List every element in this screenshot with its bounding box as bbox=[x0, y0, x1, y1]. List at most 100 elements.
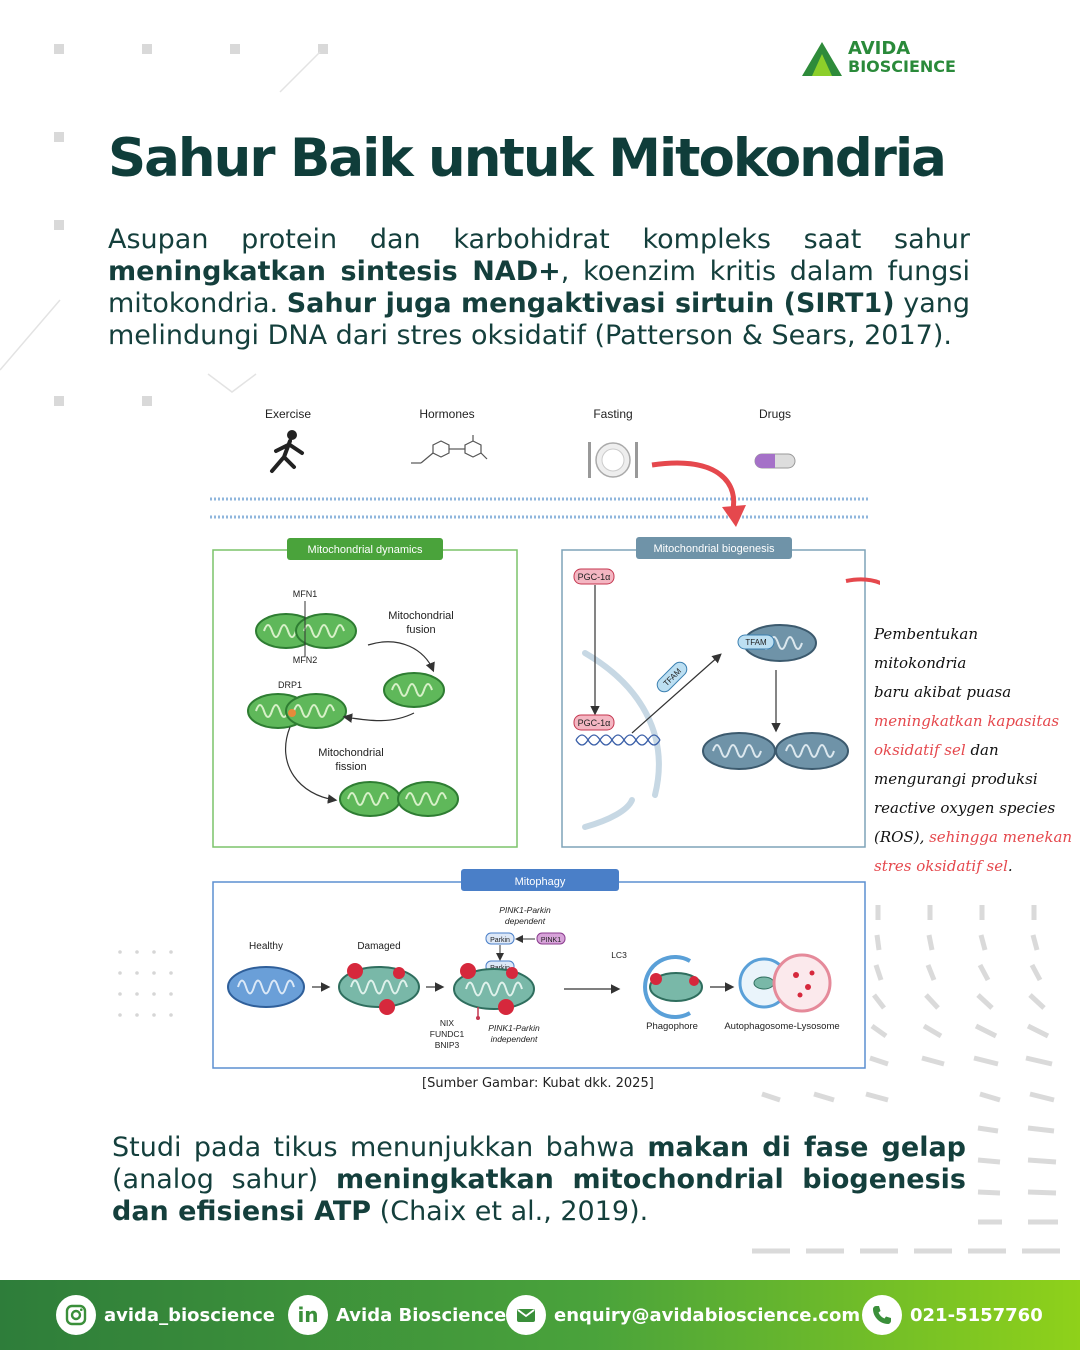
brand-logo: AVIDA BIOSCIENCE bbox=[800, 40, 990, 80]
mitochondria-diagram: Exercise Hormones Fasting Drugs Mitochon… bbox=[210, 407, 880, 1069]
note-highlight: stres oksidatif sel bbox=[874, 857, 1008, 875]
mitochondrion-icon bbox=[383, 672, 445, 708]
lc3-label: LC3 bbox=[611, 950, 627, 960]
brand-name: AVIDA BIOSCIENCE bbox=[848, 40, 956, 76]
intro-bold: meningkatkan sintesis NAD+ bbox=[108, 256, 561, 287]
phone-number: 021-5157760 bbox=[910, 1304, 1043, 1326]
intro-paragraph: Asupan protein dan karbohidrat kompleks … bbox=[108, 224, 970, 352]
plate-icon bbox=[588, 442, 638, 478]
footer-phone[interactable]: 021-5157760 bbox=[862, 1295, 1043, 1335]
parkin-label-1: Parkin bbox=[490, 937, 510, 944]
note-line: dan bbox=[965, 741, 999, 759]
brand-line1: AVIDA bbox=[848, 38, 911, 59]
pgc1a-label-2: PGC-1α bbox=[578, 718, 611, 728]
drp1-label: DRP1 bbox=[278, 680, 302, 690]
fission-label-2: fission bbox=[335, 761, 366, 773]
logo-mark-icon bbox=[802, 42, 842, 76]
hormone-molecule-icon bbox=[411, 435, 488, 464]
mitochondrion-icon bbox=[702, 732, 776, 770]
outro-paragraph: Studi pada tikus menunjukkan bahwa makan… bbox=[112, 1132, 966, 1228]
runner-icon bbox=[270, 430, 304, 473]
label-drugs: Drugs bbox=[759, 407, 791, 421]
phone-icon bbox=[862, 1295, 902, 1335]
outro-text: (Chaix et al., 2019). bbox=[371, 1196, 649, 1227]
footer-email[interactable]: enquiry@avidabioscience.com bbox=[506, 1295, 860, 1335]
page-title: Sahur Baik untuk Mitokondria bbox=[108, 128, 947, 189]
fusion-label-2: fusion bbox=[406, 624, 435, 636]
outro-text: Studi pada tikus menunjukkan bahwa bbox=[112, 1132, 648, 1163]
mitochondrion-icon bbox=[339, 781, 401, 817]
fundc1-label: FUNDC1 bbox=[430, 1029, 465, 1039]
outro-bold: makan di fase gelap bbox=[647, 1132, 966, 1163]
label-fasting: Fasting bbox=[593, 407, 632, 421]
outro-text: (analog sahur) bbox=[112, 1164, 336, 1195]
bnip3-label: BNIP3 bbox=[435, 1040, 460, 1050]
tagged-mitochondrion-icon bbox=[453, 963, 535, 1020]
mfn2-label: MFN2 bbox=[293, 655, 318, 665]
healthy-mitochondrion-icon bbox=[227, 966, 305, 1008]
instagram-icon bbox=[56, 1295, 96, 1335]
image-caption: [Sumber Gambar: Kubat dkk. 2025] bbox=[422, 1076, 654, 1091]
deco-square bbox=[142, 44, 152, 54]
intro-text: Asupan protein dan karbohidrat kompleks … bbox=[108, 224, 970, 255]
pink1-label: PINK1 bbox=[541, 937, 561, 944]
phagophore-icon bbox=[643, 955, 703, 1019]
phagophore-label: Phagophore bbox=[646, 1021, 698, 1032]
linkedin-name: Avida Bioscience bbox=[336, 1304, 507, 1326]
deco-square bbox=[54, 220, 64, 230]
autophagosome-lysosome-icon bbox=[738, 953, 832, 1013]
intro-text: , koenzim kritis dalam fungsi mitokondri… bbox=[108, 256, 970, 319]
note-highlight: sehingga menekan bbox=[924, 828, 1073, 846]
healthy-label: Healthy bbox=[249, 941, 283, 952]
deco-square bbox=[54, 44, 64, 54]
footer-linkedin[interactable]: in Avida Bioscience bbox=[288, 1295, 506, 1335]
footer-instagram[interactable]: avida_bioscience bbox=[56, 1295, 275, 1335]
fission-label-1: Mitochondrial bbox=[318, 747, 383, 759]
fusion-label-1: Mitochondrial bbox=[388, 610, 453, 622]
deco-square bbox=[230, 44, 240, 54]
mitochondrion-icon bbox=[397, 781, 459, 817]
mail-icon bbox=[506, 1295, 546, 1335]
deco-square bbox=[142, 396, 152, 406]
fasting-arrow bbox=[651, 460, 737, 514]
dna-icon bbox=[575, 734, 661, 746]
note-line: . bbox=[1007, 857, 1013, 875]
footer-bar: avida_bioscience in Avida Bioscience enq… bbox=[0, 1280, 1080, 1350]
outro-bold: meningkatkan mitochondrial biogenesis da… bbox=[112, 1164, 966, 1227]
pink-ind-label-2: independent bbox=[491, 1034, 538, 1044]
instagram-handle: avida_bioscience bbox=[104, 1304, 275, 1326]
label-hormones: Hormones bbox=[419, 407, 474, 421]
linkedin-icon: in bbox=[288, 1295, 328, 1335]
email-address: enquiry@avidabioscience.com bbox=[554, 1304, 861, 1326]
note-highlight: oksidatif sel bbox=[874, 741, 966, 759]
intro-text: yang melindungi DNA dari stres oksidatif… bbox=[108, 288, 970, 351]
damaged-mitochondrion-icon bbox=[338, 963, 420, 1015]
biogenesis-header: Mitochondrial biogenesis bbox=[653, 543, 775, 555]
note-highlight: meningkatkan kapasitas bbox=[874, 712, 1060, 730]
pink-ind-label-1: PINK1-Parkin bbox=[488, 1023, 540, 1033]
dynamics-header: Mitochondrial dynamics bbox=[308, 544, 423, 556]
note-line: (ROS), bbox=[874, 828, 925, 846]
deco-square bbox=[318, 44, 328, 54]
damaged-label: Damaged bbox=[357, 941, 400, 952]
note-line: baru akibat puasa bbox=[874, 683, 1012, 701]
brand-line2: BIOSCIENCE bbox=[848, 57, 956, 76]
nix-label: NIX bbox=[440, 1018, 455, 1028]
label-exercise: Exercise bbox=[265, 407, 311, 421]
biogenesis-box bbox=[561, 549, 866, 848]
mitophagy-header: Mitophagy bbox=[515, 876, 566, 888]
pink-dep-label-1: PINK1-Parkin bbox=[499, 905, 551, 915]
side-note: Pembentukan mitokondria baru akibat puas… bbox=[874, 620, 1074, 881]
mitochondrion-icon bbox=[775, 732, 849, 770]
pill-icon bbox=[754, 453, 796, 469]
deco-square bbox=[54, 396, 64, 406]
intro-bold: Sahur juga mengaktivasi sirtuin (SIRT1) bbox=[286, 288, 895, 319]
mfn1-label: MFN1 bbox=[293, 589, 318, 599]
pgc1a-label-1: PGC-1α bbox=[578, 572, 611, 582]
deco-square bbox=[54, 132, 64, 142]
note-line: reactive oxygen species bbox=[874, 799, 1056, 817]
autolysosome-label: Autophagosome-Lysosome bbox=[724, 1021, 839, 1032]
note-line: mengurangi produksi bbox=[874, 770, 1038, 788]
note-line: Pembentukan mitokondria bbox=[874, 625, 979, 672]
tfam-label-2: TFAM bbox=[745, 638, 767, 647]
